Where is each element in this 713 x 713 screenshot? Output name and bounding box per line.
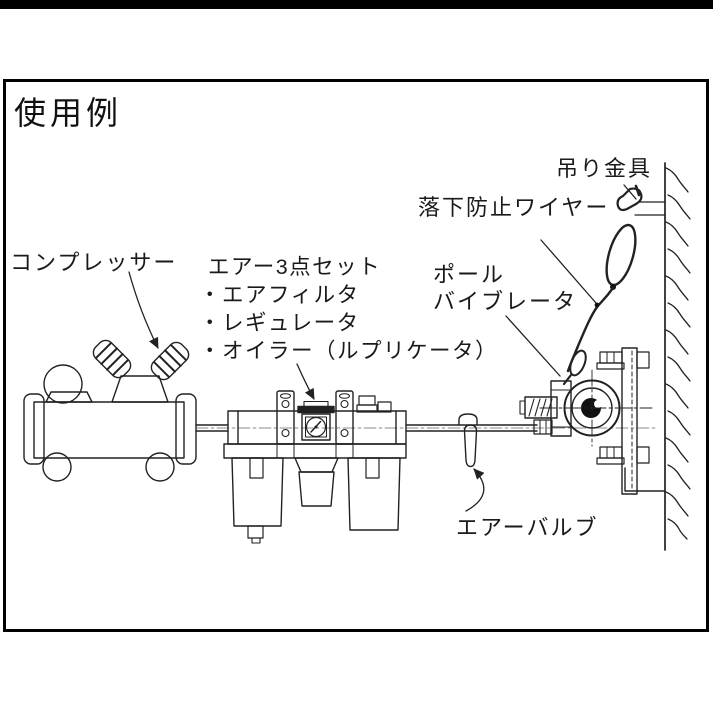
bracket-leader	[623, 184, 637, 200]
label-pole-vibrator-line2: バイブレータ	[433, 289, 578, 314]
label-air-filter: ・エアフィルタ	[199, 283, 360, 307]
wire-leader	[540, 239, 597, 304]
page-title: 使用例	[14, 95, 123, 131]
compressor-cylinder-left	[92, 339, 132, 379]
air-valve-drawing	[458, 413, 478, 468]
compressor-motor	[43, 364, 83, 404]
wall-drawing	[664, 162, 691, 551]
label-air-valve: エアーバルブ	[456, 515, 599, 540]
label-air-set: エアー3点セット ・エアフィルタ ・レギュレータ ・オイラー（ルプリケータ）	[199, 253, 498, 365]
label-hanging-bracket: 吊り金具	[556, 156, 653, 181]
leader-lines	[128, 184, 637, 512]
hanging-bracket-drawing	[605, 184, 666, 290]
regulator-top-plate	[297, 405, 335, 414]
label-fall-prevention-wire: 落下防止ワイヤー	[418, 195, 610, 220]
label-pole-vibrator-line1: ポール	[433, 262, 506, 287]
safety-wire-drawing	[566, 286, 615, 373]
label-air-set-title: エアー3点セット	[208, 255, 382, 279]
label-oiler: ・オイラー（ルプリケータ）	[199, 339, 499, 363]
mounting-plate-drawing	[596, 347, 666, 495]
pole-vibrator-drawing	[539, 349, 653, 447]
label-regulator: ・レギュレータ	[199, 311, 360, 335]
lubricator-bowl	[347, 457, 401, 531]
label-compressor: コンプレッサー	[10, 250, 178, 275]
valve-leader	[465, 468, 485, 512]
vibrator-leader	[505, 315, 561, 377]
compressor-wheel	[145, 452, 175, 482]
air-set-drawing	[223, 390, 407, 544]
compressor-cylinder-right	[150, 341, 190, 381]
compressor-drawing	[23, 339, 229, 482]
compressor-leader	[128, 271, 159, 349]
oiler-leader	[296, 363, 315, 400]
top-black-bar	[0, 0, 713, 9]
filter-bowl	[231, 457, 284, 527]
regulator-bowl	[298, 471, 335, 507]
pressure-gauge	[305, 416, 327, 438]
compressor-wheel	[42, 452, 72, 482]
